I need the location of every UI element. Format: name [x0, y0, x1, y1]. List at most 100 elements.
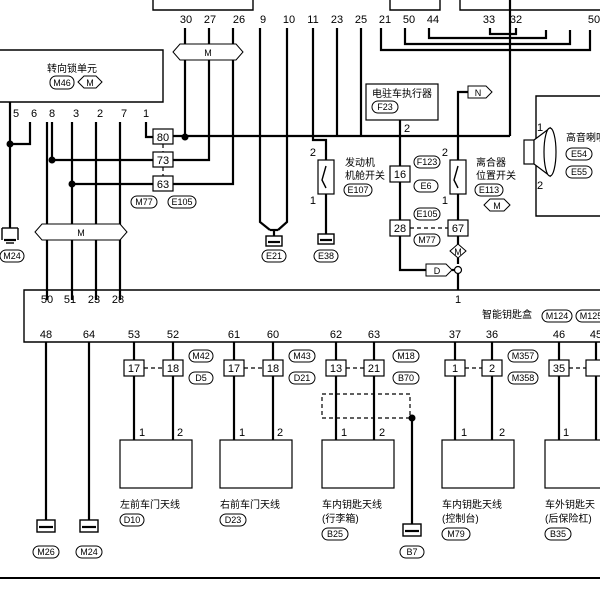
- antenna-connector: D10: [124, 515, 141, 525]
- top-connector-blocks: [152, 0, 600, 11]
- smart-bottom-pin: 52: [167, 329, 179, 341]
- smart-top-pin: 23: [88, 294, 100, 306]
- antenna-pin: 1: [139, 427, 145, 439]
- relay-tag: M77: [418, 235, 436, 245]
- top-pin-numbers: 30 27 26 9 10 11 23 25 21 50 44 33 32 50: [180, 14, 600, 26]
- horn-label: 高音喇叭: [566, 131, 600, 144]
- top-wires: [173, 0, 592, 236]
- antenna-tag: D21: [294, 373, 311, 383]
- antenna-tag: D5: [195, 373, 207, 383]
- antenna-tag: M43: [293, 351, 311, 361]
- antenna-pin: 2: [277, 427, 283, 439]
- top-pin: 23: [331, 14, 343, 26]
- clutch-pin: 1: [442, 195, 448, 207]
- lock-pin: 3: [73, 108, 79, 120]
- horn-connector: E54: [571, 149, 587, 159]
- top-pin: 26: [233, 14, 245, 26]
- relay-tag: E105: [416, 209, 437, 219]
- smart-bottom-pin: 48: [40, 329, 52, 341]
- steering-lock-unit: 转向锁单元 M46 M 5 6 8 3 2 7 1: [0, 49, 164, 120]
- top-pin: 25: [355, 14, 367, 26]
- antenna-pin: 2: [379, 427, 385, 439]
- d-flag: D: [425, 263, 453, 277]
- steering-lock-label: 转向锁单元: [47, 62, 97, 75]
- top-bus-marker: M: [172, 43, 244, 61]
- clutch-switch: N 2 1 离合器 位置开关 E113 M M: [442, 85, 516, 275]
- junction-block: 80 73 63 M77 E105: [130, 128, 197, 209]
- steering-lock-bus: M: [86, 78, 94, 88]
- antenna-sublabel: (后保险杠): [545, 512, 592, 525]
- smart-bottom-pin: 61: [228, 329, 240, 341]
- antenna-tag: B70: [398, 373, 414, 383]
- antenna-pin: 1: [461, 427, 467, 439]
- ground-label: E21: [266, 251, 282, 261]
- smart-bottom-pin: 60: [267, 329, 279, 341]
- ground-label: M24: [80, 547, 98, 557]
- lock-pin: 7: [121, 108, 127, 120]
- smart-key-box: 50 51 23 28 1 智能钥匙盒 M124 M125 48 64 53 5…: [23, 289, 600, 343]
- antenna-pin: 17: [228, 363, 240, 375]
- parking-connector: F23: [377, 102, 393, 112]
- ground-label: E38: [318, 251, 334, 261]
- horn-pin: 1: [537, 122, 543, 134]
- top-pin: 32: [510, 14, 522, 26]
- lock-pin: 6: [31, 108, 37, 120]
- clutch-pin: 2: [442, 147, 448, 159]
- antenna-tag: M358: [512, 373, 535, 383]
- antenna-connectors: 17 18 M42 D5 17 18 M43 D21 13 21 M18 B70…: [123, 349, 600, 385]
- antenna-connector: D23: [225, 515, 242, 525]
- antenna-pin: 35: [553, 363, 565, 375]
- hood-connector: E107: [347, 185, 368, 195]
- antenna-label: 左前车门天线: [120, 498, 180, 511]
- lock-pin: 1: [143, 108, 149, 120]
- top-pin: 33: [483, 14, 495, 26]
- antenna-pin: 21: [368, 363, 380, 375]
- smart-bottom-pin: 45: [590, 329, 600, 341]
- ground-label: B7: [406, 547, 417, 557]
- antenna-pin: 1: [452, 363, 458, 375]
- top-bus-label: M: [204, 48, 212, 58]
- junction-connector: M77: [135, 197, 153, 207]
- relay-tag: E6: [420, 181, 431, 191]
- d-flag-label: D: [434, 266, 441, 276]
- antenna-connector: M79: [447, 529, 465, 539]
- antenna-pin: 18: [167, 363, 179, 375]
- top-pin: 9: [260, 14, 266, 26]
- hood-pin: 2: [310, 147, 316, 159]
- smart-bottom-pin: 53: [128, 329, 140, 341]
- hood-label: 机舱开关: [345, 169, 385, 182]
- relay-tag: F123: [417, 157, 438, 167]
- parking-actuator: 电驻车执行器 F23 2: [365, 83, 439, 166]
- smart-top-pin: 28: [112, 294, 124, 306]
- antenna-tag: M18: [397, 351, 415, 361]
- antenna-pin: 13: [330, 363, 342, 375]
- smart-box-label: 智能钥匙盒: [482, 308, 532, 321]
- top-pin: 10: [283, 14, 295, 26]
- antenna-pin: 1: [239, 427, 245, 439]
- antennas: 1 2 左前车门天线 D10 1 2 右前车门天线 D23 1 2 车内钥匙天线…: [119, 427, 600, 541]
- smart-bottom-pin: 62: [330, 329, 342, 341]
- lock-pin: 2: [97, 108, 103, 120]
- north-flag: N: [475, 88, 482, 98]
- antenna-label: 车内钥匙天线: [442, 498, 502, 511]
- horn: 1 2 高音喇叭 E54 E55: [523, 95, 600, 217]
- smart-top-pin: 1: [455, 294, 461, 306]
- ground-label: M24: [3, 251, 21, 261]
- smart-bottom-pin: 46: [553, 329, 565, 341]
- top-pin: 44: [427, 14, 439, 26]
- relay-pin: 67: [452, 223, 464, 235]
- antenna-connector: B25: [327, 529, 343, 539]
- lock-pin: 5: [13, 108, 19, 120]
- left-bus-marker: M: [34, 223, 128, 241]
- horn-connector: E55: [571, 167, 587, 177]
- antenna-sublabel: (行李箱): [322, 512, 359, 525]
- top-pin: 30: [180, 14, 192, 26]
- antenna-sublabel: (控制台): [442, 512, 479, 525]
- horn-pin: 2: [537, 180, 543, 192]
- clutch-connector: E113: [479, 185, 499, 195]
- left-bus-label: M: [77, 228, 85, 238]
- antenna-connector: B35: [550, 529, 566, 539]
- hood-pin: 1: [310, 195, 316, 207]
- antenna-pin: 2: [499, 427, 505, 439]
